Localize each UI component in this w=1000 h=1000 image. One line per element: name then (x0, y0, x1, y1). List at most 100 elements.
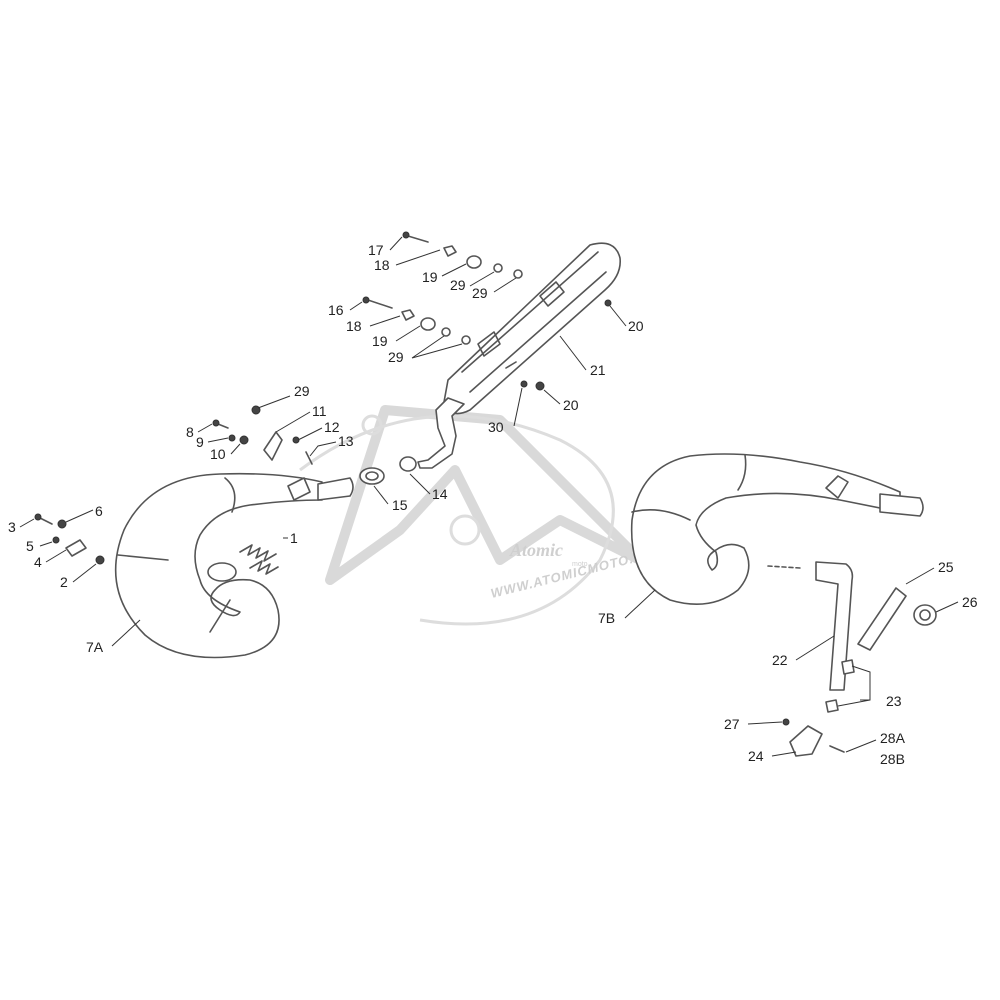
grommet-6 (57, 519, 67, 529)
leader-9 (207, 437, 229, 443)
leader-10 (230, 443, 241, 455)
callout-20-top: 20 (628, 318, 644, 334)
bracket-4 (65, 539, 87, 557)
callout-18-bottom: 18 (346, 318, 362, 334)
nut-20-top (604, 299, 612, 307)
leader-4 (45, 549, 67, 563)
leader-26 (935, 601, 959, 613)
callout-19-top: 19 (422, 269, 438, 285)
leader-15 (373, 485, 389, 505)
spring-1-lower (249, 560, 279, 575)
callout-labels: 1 2 3 4 5 6 7A 7B 8 9 10 11 12 13 14 15 … (8, 242, 978, 767)
watermark-circle (449, 514, 481, 546)
leader-28 (845, 739, 877, 753)
hardware-8-13 (212, 405, 313, 465)
callout-16: 16 (328, 302, 344, 318)
bolt-3 (39, 517, 53, 525)
spring-1 (239, 544, 279, 575)
leader-21 (559, 335, 587, 371)
clamp-23-upper (841, 659, 855, 675)
hardware-2-6 (34, 513, 105, 565)
chamber-7a-bracket (287, 477, 311, 501)
leader-2 (72, 563, 97, 583)
chamber-7b-bracket (825, 475, 849, 499)
silencer-hardware (362, 231, 612, 391)
silencer-21-inlet-pipe (417, 397, 465, 469)
callout-6: 6 (95, 503, 103, 519)
expansion-chamber-7b (630, 453, 924, 606)
callout-21: 21 (590, 362, 606, 378)
chamber-7a-body (114, 472, 323, 659)
bolt-3-head (34, 513, 42, 521)
washer-29-top-b (513, 269, 523, 279)
bolt-28 (829, 745, 845, 753)
leader-12 (297, 427, 323, 441)
chamber-7a-outlet-pipe (317, 477, 354, 501)
watermark-swoosh (299, 414, 615, 626)
callout-10: 10 (210, 446, 226, 462)
pipe-22 (767, 561, 854, 691)
leader-11 (275, 411, 311, 433)
watermark-logo: Atomic (509, 540, 563, 560)
chamber-7a-seam-3 (224, 477, 236, 513)
chamber-7a-seam-2 (209, 599, 231, 633)
callout-11: 11 (312, 403, 327, 419)
leader-6 (65, 509, 94, 523)
valve-24 (789, 725, 823, 757)
leader-13 (309, 441, 337, 457)
callout-7b: 7B (598, 610, 615, 626)
bolt-17-head (402, 231, 410, 239)
callout-29-left: 29 (294, 383, 310, 399)
callout-14: 14 (432, 486, 448, 502)
leader-29d (411, 335, 463, 359)
callout-29-top-b: 29 (472, 285, 488, 301)
leader-8 (197, 423, 213, 433)
chamber-7b-body (630, 453, 901, 606)
cap-26 (913, 604, 937, 626)
callout-23: 23 (886, 693, 902, 709)
callout-30: 30 (488, 419, 504, 435)
chamber-7b-seam-2 (737, 454, 747, 491)
watermark-logo-sub: moto (572, 561, 588, 568)
hardware-23-28 (782, 659, 855, 757)
callout-18-top: 18 (374, 257, 390, 273)
leader-lines (19, 236, 959, 757)
spring-1-upper (239, 544, 277, 562)
callout-4: 4 (34, 554, 42, 570)
silencer-21-edge-2 (469, 271, 607, 393)
leader-25 (905, 567, 935, 585)
chamber-7a-inlet (207, 562, 237, 582)
chamber-7b-outlet-pipe (879, 493, 924, 517)
bolt-13 (305, 451, 313, 465)
leader-29a (257, 395, 291, 409)
callout-13: 13 (338, 433, 354, 449)
leader-30 (513, 387, 523, 427)
leader-17 (389, 236, 403, 251)
leader-29b (469, 271, 495, 287)
callout-25: 25 (938, 559, 954, 575)
seal-15 (359, 467, 385, 485)
leader-22 (795, 635, 835, 661)
callout-8: 8 (186, 424, 194, 440)
pipe-25-body (857, 587, 907, 651)
callout-28b: 28B (880, 751, 905, 767)
leader-19b (395, 325, 421, 342)
leader-16 (349, 301, 363, 311)
leader-5 (39, 541, 53, 547)
watermark-star-shape (325, 405, 645, 585)
expansion-chamber-7a (114, 472, 354, 659)
grommet-10 (239, 435, 249, 445)
spacer-18-bottom (401, 309, 415, 321)
callout-2: 2 (60, 574, 68, 590)
cap-26-inner (919, 609, 931, 621)
leader-29c (493, 277, 517, 293)
silencer-21-body (443, 242, 622, 415)
callout-3: 3 (8, 519, 16, 535)
washer-29-bottom-a (441, 327, 451, 337)
callout-24: 24 (748, 748, 764, 764)
bracket-11 (263, 431, 283, 461)
washer-29-top-a (493, 263, 503, 273)
nut-20-bottom (535, 381, 545, 391)
callout-20-bottom: 20 (563, 397, 579, 413)
